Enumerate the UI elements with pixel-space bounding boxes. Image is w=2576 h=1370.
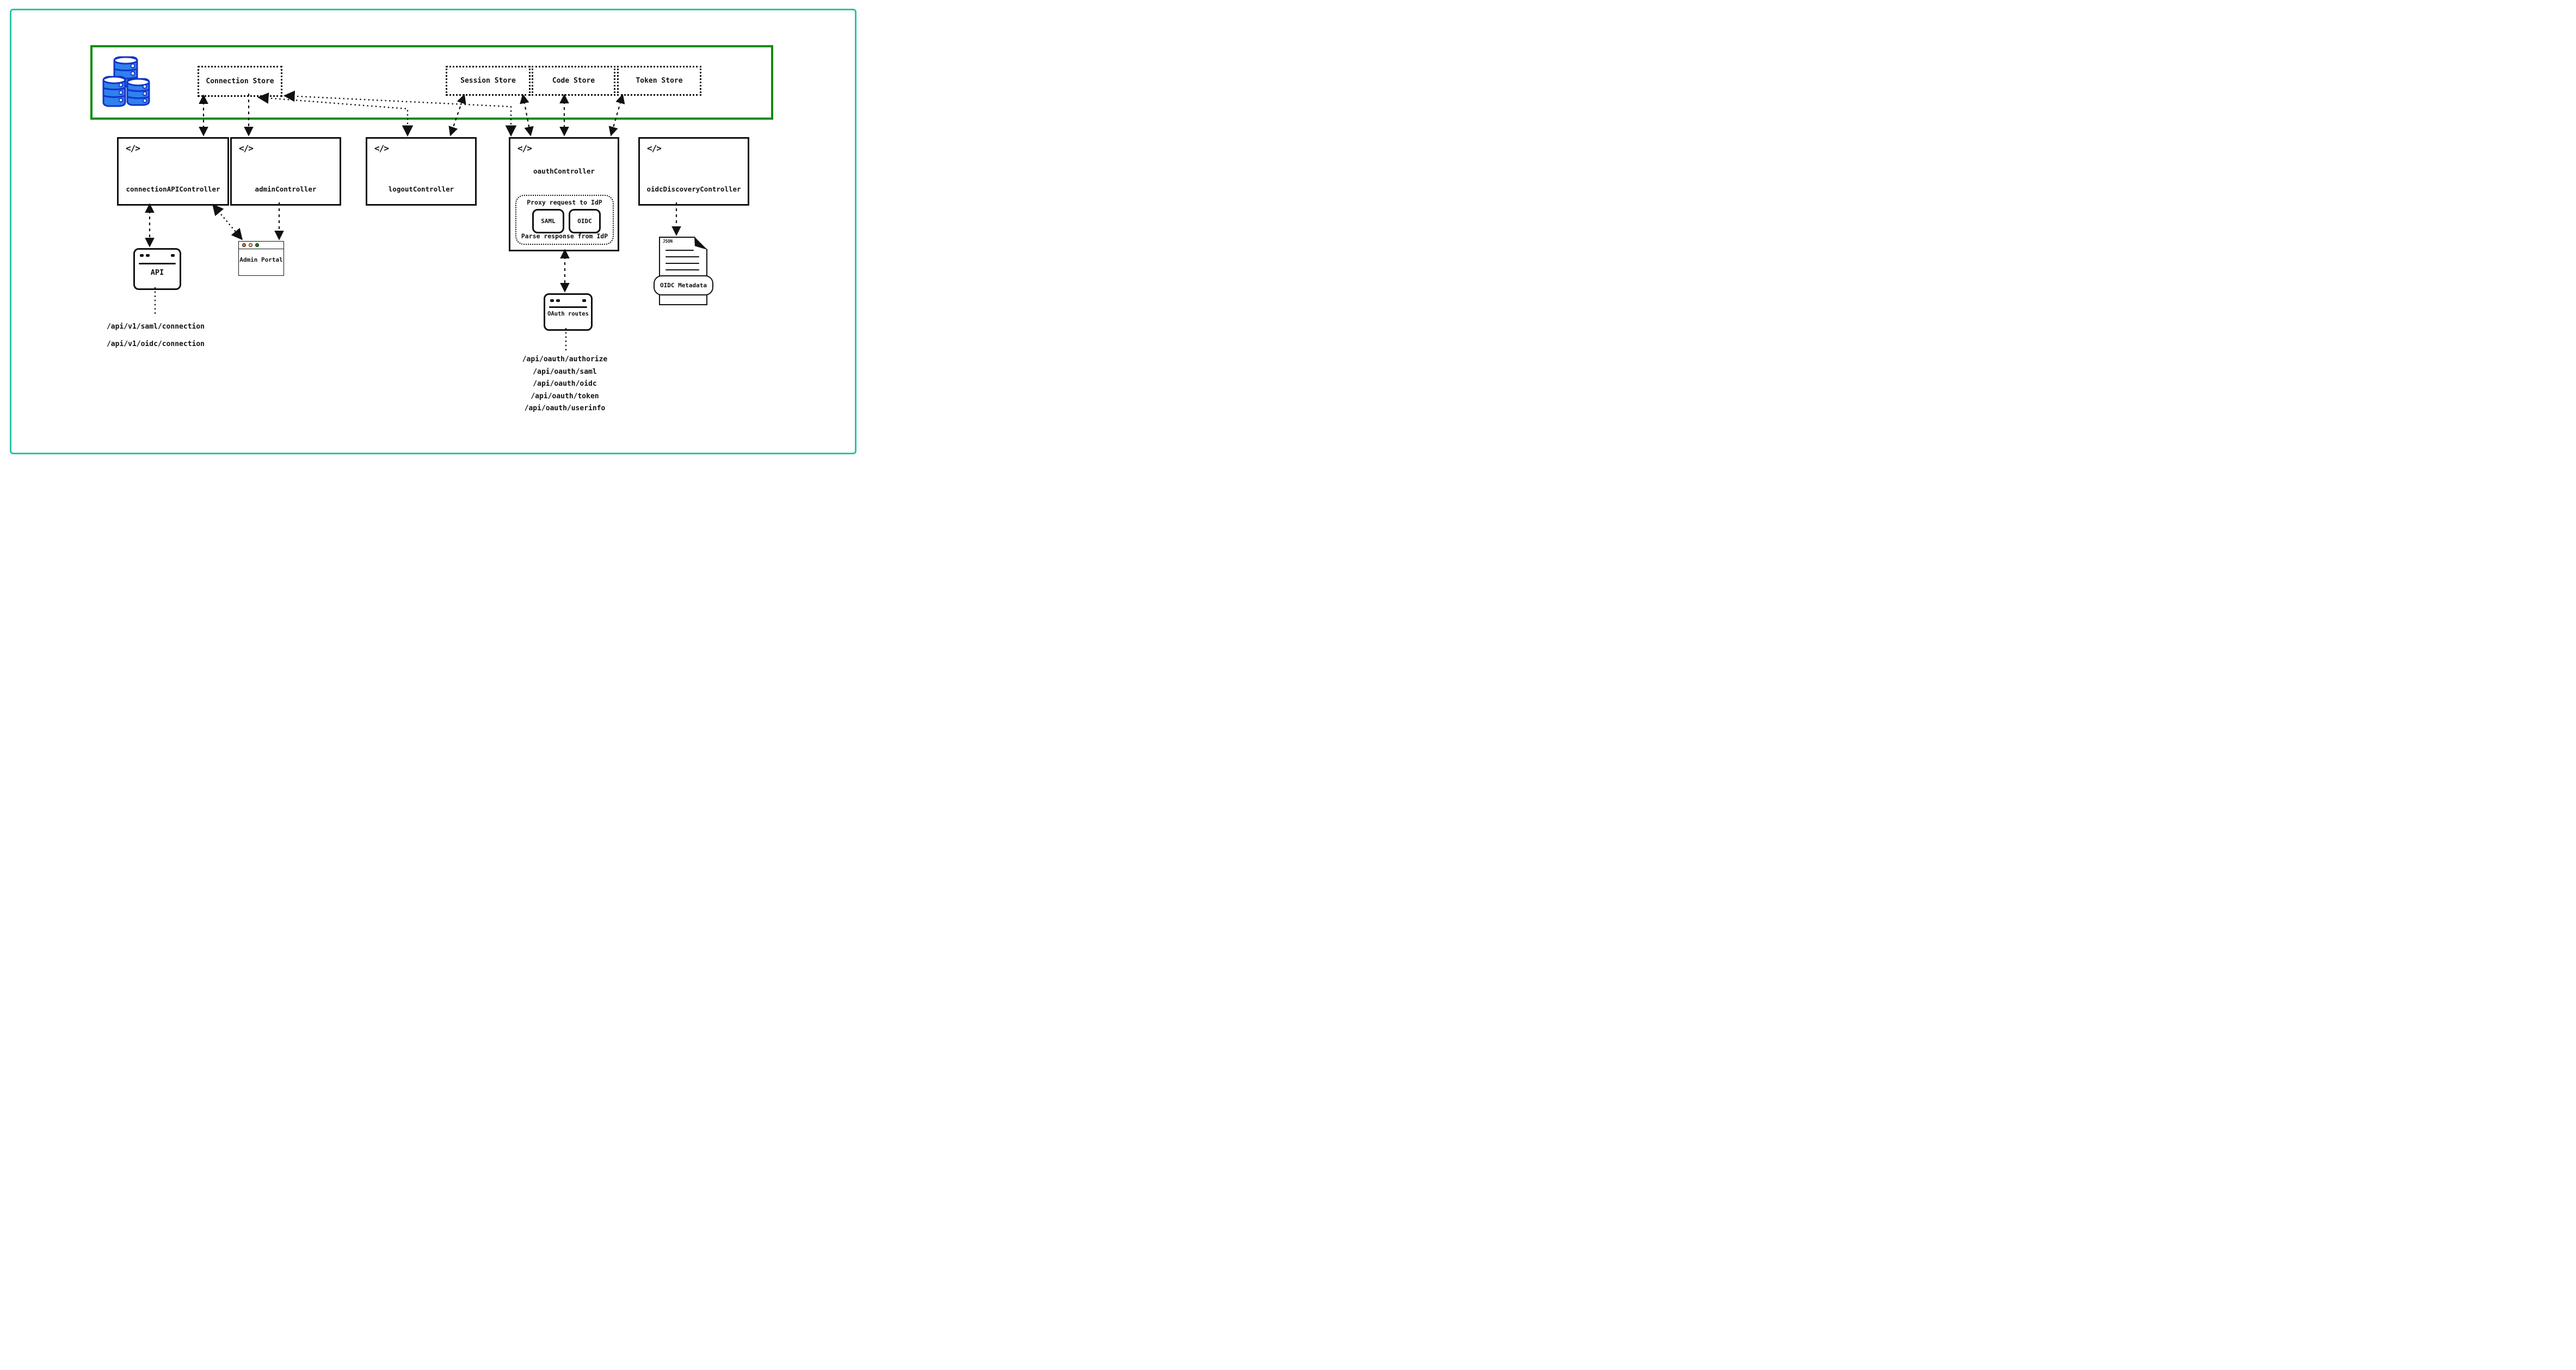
- code-store-node: Code Store: [532, 66, 615, 96]
- api-window-node: API: [133, 248, 181, 290]
- window-dot: [146, 254, 150, 257]
- document-text-line: [665, 256, 699, 257]
- code-icon: </>: [517, 143, 532, 153]
- token-store-node: Token Store: [617, 66, 701, 96]
- connection-api-controller-node: </> connectionAPIController: [117, 137, 229, 206]
- oauth-routes-label: OAuth routes: [547, 311, 589, 317]
- session-store-label: Session Store: [460, 77, 516, 85]
- endpoint-item: /api/oauth/oidc: [533, 380, 597, 388]
- idp-proxy-box: Proxy request to IdP SAML OIDC Parse res…: [515, 195, 614, 245]
- oauth-controller-node: </> oauthController Proxy request to IdP…: [509, 137, 619, 251]
- database-icon: [102, 56, 150, 107]
- admin-portal-label: Admin Portal: [239, 256, 283, 263]
- connection-store-node: Connection Store: [198, 66, 282, 97]
- diagram-canvas: Connection Store Session Store Code Stor…: [0, 0, 859, 456]
- oidc-metadata-label: OIDC Metadata: [660, 282, 707, 289]
- session-store-node: Session Store: [446, 66, 531, 96]
- window-dot: [556, 299, 560, 302]
- oidc-protocol-node: OIDC: [569, 209, 601, 233]
- window-title-bar: [139, 263, 176, 264]
- endpoint-item: /api/oauth/token: [531, 392, 599, 400]
- oidc-metadata-pill: OIDC Metadata: [654, 275, 713, 295]
- traffic-light-red-icon: [242, 243, 246, 247]
- endpoint-item: /api/oauth/userinfo: [524, 404, 606, 412]
- code-icon: </>: [239, 143, 254, 153]
- json-type-label: JSON: [663, 239, 673, 244]
- controller-label: logoutController: [388, 185, 454, 193]
- window-title-bar: [549, 306, 587, 308]
- browser-title-bar: [239, 242, 284, 249]
- window-dot: [582, 299, 586, 302]
- idp-proxy-label: Proxy request to IdP: [527, 199, 602, 206]
- endpoint-item: /api/v1/saml/connection: [106, 323, 205, 331]
- window-dot: [171, 254, 175, 257]
- idp-parse-label: Parse response from IdP: [521, 232, 608, 240]
- controller-label: connectionAPIController: [126, 185, 220, 193]
- controller-label: oauthController: [533, 167, 595, 175]
- saml-protocol-node: SAML: [532, 209, 564, 233]
- document-text-line: [665, 263, 699, 264]
- endpoint-item: /api/oauth/saml: [533, 367, 597, 376]
- token-store-label: Token Store: [636, 77, 683, 85]
- endpoint-item: /api/oauth/authorize: [522, 355, 608, 363]
- saml-label: SAML: [541, 218, 556, 225]
- outer-frame: [10, 9, 856, 454]
- code-store-label: Code Store: [552, 77, 595, 85]
- api-endpoint-list: /api/v1/saml/connection /api/v1/oidc/con…: [101, 318, 210, 353]
- document-text-line: [665, 250, 694, 251]
- oauth-endpoint-list: /api/oauth/authorize /api/oauth/saml /ap…: [510, 354, 619, 415]
- controller-label: adminController: [255, 185, 317, 193]
- code-icon: </>: [374, 143, 389, 153]
- traffic-light-yellow-icon: [249, 243, 252, 247]
- api-window-label: API: [150, 268, 164, 277]
- oidc-label: OIDC: [577, 218, 592, 225]
- controller-label: oidcDiscoveryController: [646, 185, 741, 193]
- traffic-light-green-icon: [255, 243, 259, 247]
- document-text-line: [665, 269, 699, 270]
- admin-portal-node: Admin Portal: [238, 241, 284, 276]
- code-icon: </>: [647, 143, 662, 153]
- admin-controller-node: </> adminController: [230, 137, 341, 206]
- window-dot: [140, 254, 144, 257]
- oauth-routes-node: OAuth routes: [544, 293, 593, 331]
- connection-store-label: Connection Store: [206, 77, 274, 85]
- logout-controller-node: </> logoutController: [366, 137, 477, 206]
- window-dot: [550, 299, 554, 302]
- oidc-discovery-controller-node: </> oidcDiscoveryController: [638, 137, 749, 206]
- code-icon: </>: [126, 143, 140, 153]
- endpoint-item: /api/v1/oidc/connection: [106, 340, 205, 348]
